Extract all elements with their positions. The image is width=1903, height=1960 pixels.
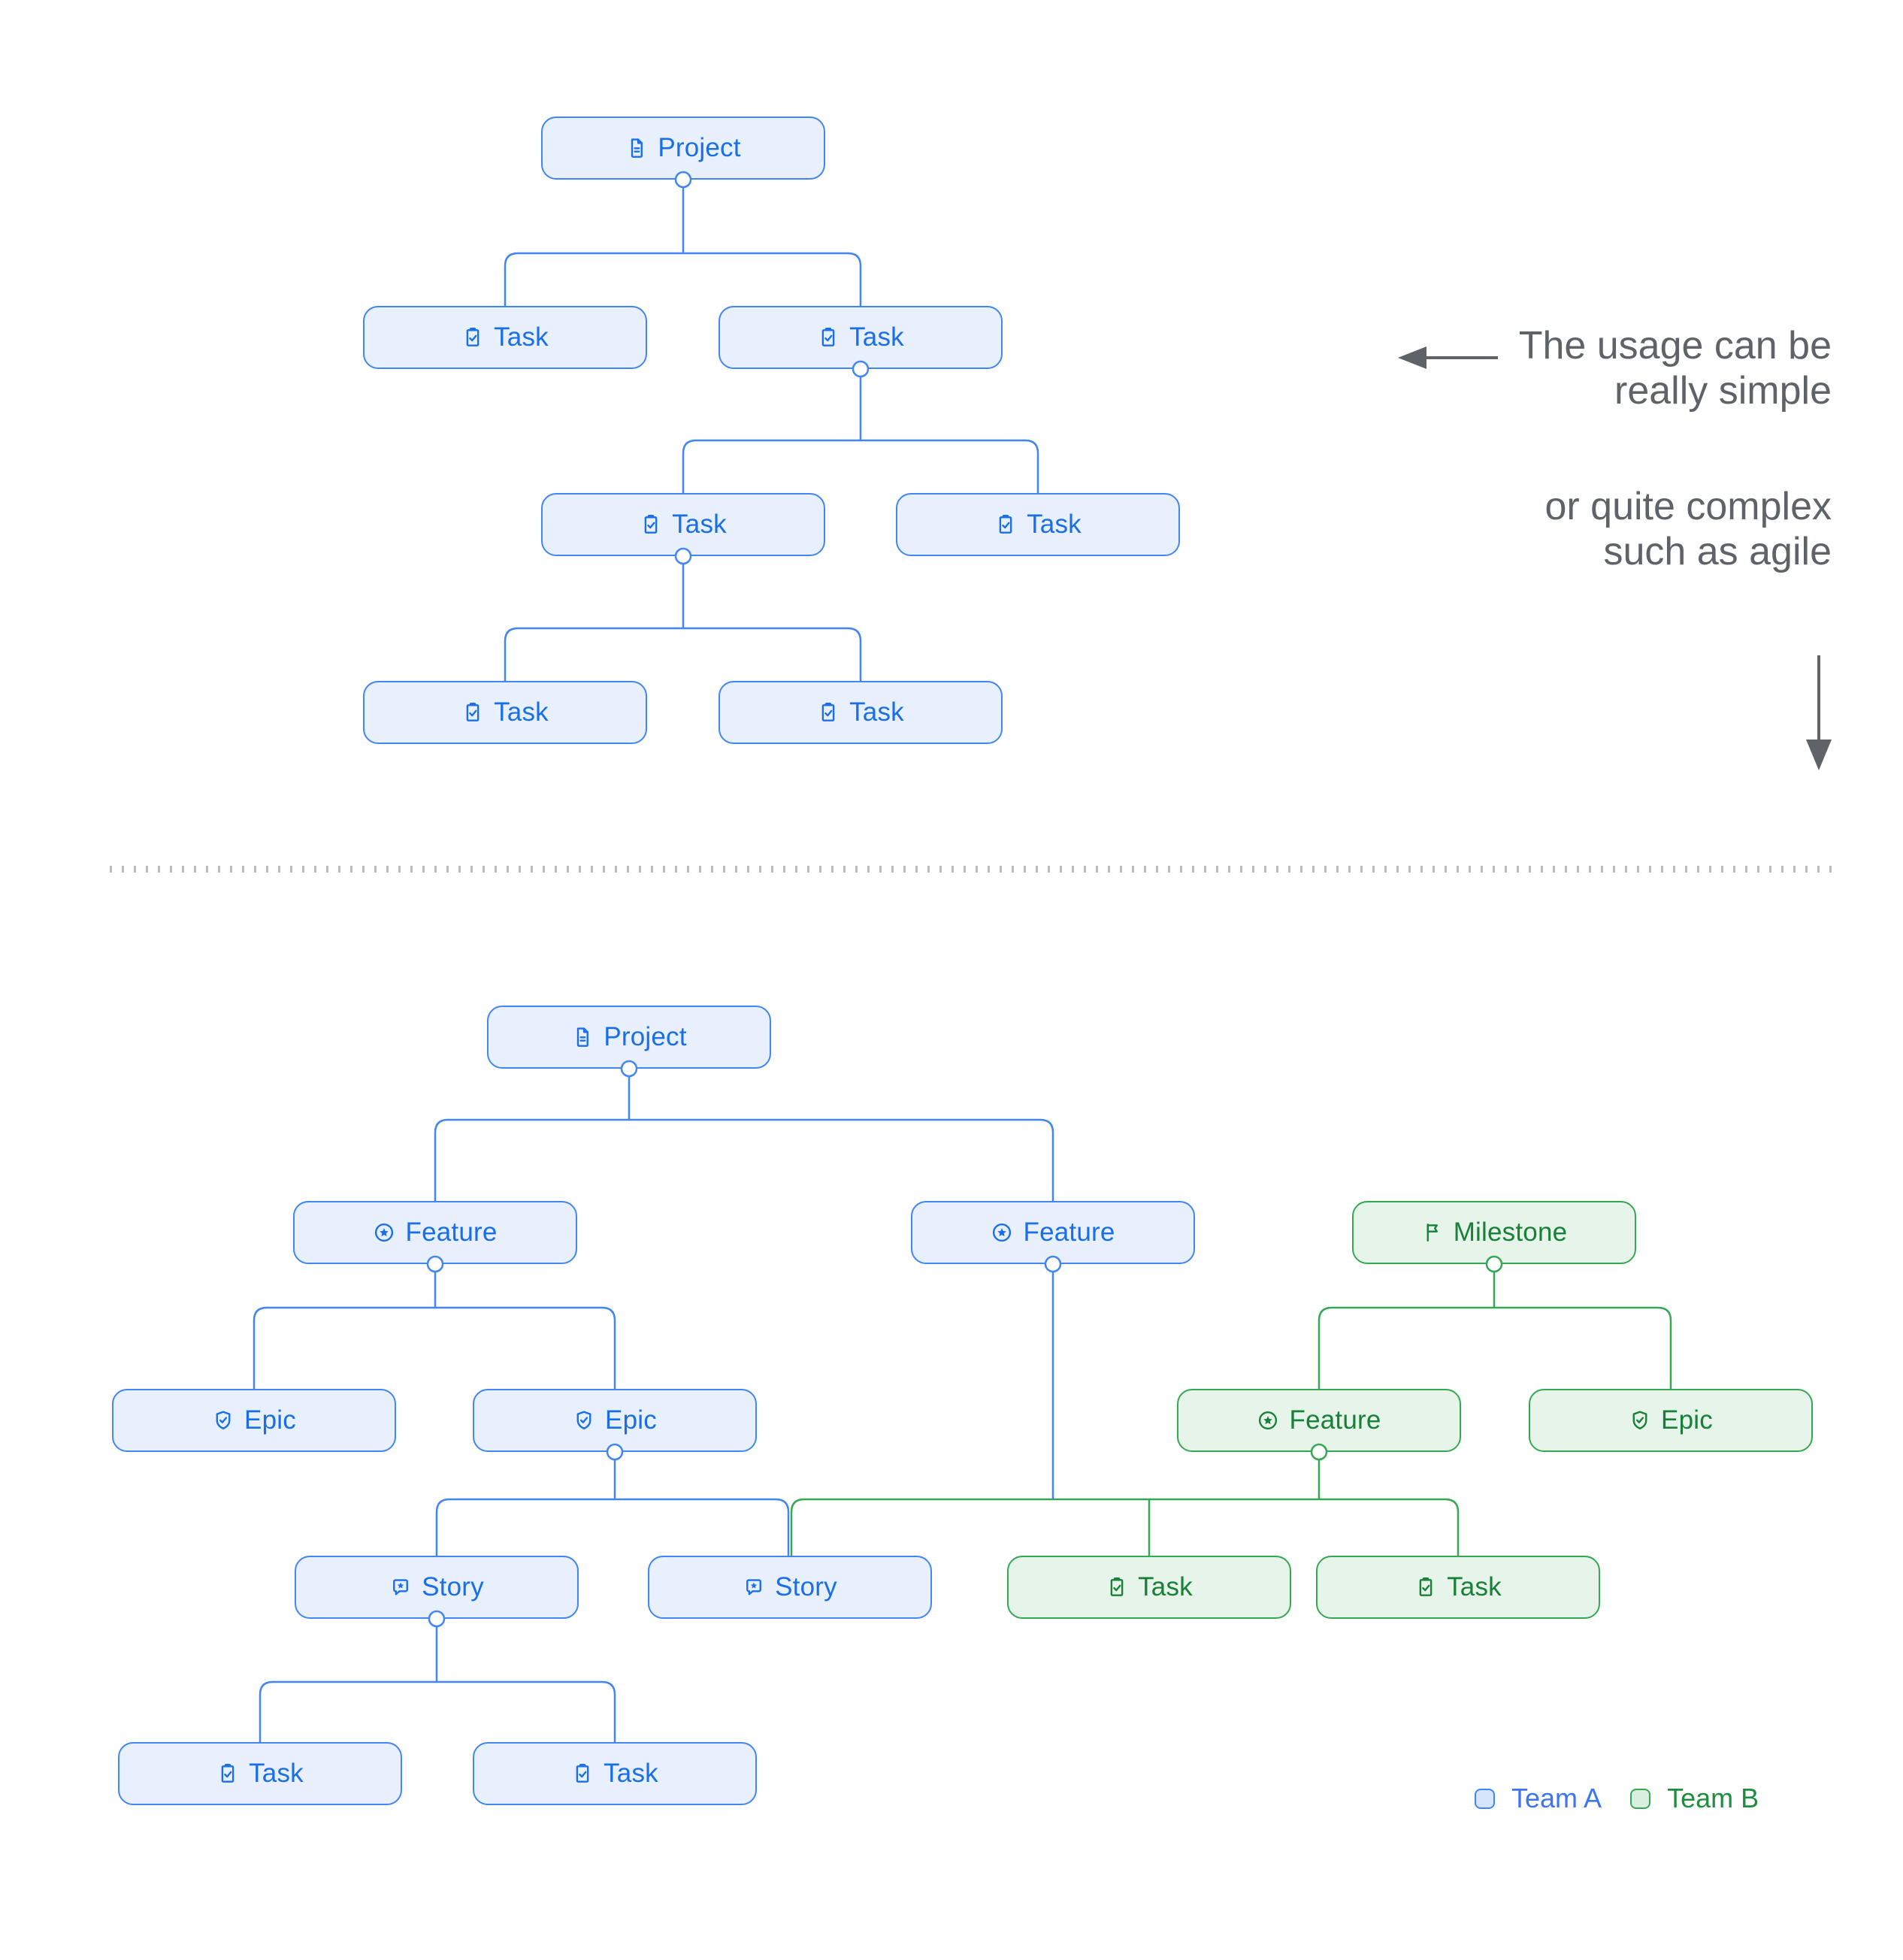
task-icon	[461, 701, 484, 724]
legend-item-team-a: Team A	[1475, 1783, 1602, 1814]
node-label: Task	[1027, 510, 1082, 539]
node-label: Milestone	[1453, 1217, 1568, 1247]
node-project[interactable]: Project	[487, 1006, 771, 1069]
node-feature[interactable]: Feature	[1177, 1389, 1461, 1452]
epic-icon	[212, 1409, 234, 1432]
node-label: Feature	[1289, 1405, 1381, 1435]
task-icon	[461, 326, 484, 349]
dotted-divider	[110, 866, 1835, 873]
annotation-line: such as agile	[1603, 530, 1832, 573]
node-task[interactable]: Task	[1007, 1556, 1291, 1619]
node-label: Epic	[605, 1405, 657, 1435]
task-icon	[640, 513, 662, 536]
legend-item-team-b: Team B	[1630, 1783, 1759, 1814]
down-arrow-icon	[1806, 655, 1832, 770]
feature-icon	[373, 1221, 395, 1244]
team-b-swatch-icon	[1630, 1788, 1651, 1809]
node-label: Project	[604, 1022, 687, 1051]
node-label: Story	[775, 1572, 837, 1602]
node-story[interactable]: Story	[295, 1556, 579, 1619]
node-label: Epic	[1661, 1405, 1713, 1435]
node-task[interactable]: Task	[1316, 1556, 1600, 1619]
annotation-text: The usage can be really simple or quite …	[1411, 323, 1832, 574]
node-label: Task	[494, 322, 549, 352]
node-label: Task	[672, 510, 727, 539]
task-icon	[216, 1762, 239, 1785]
node-label: Task	[849, 322, 904, 352]
story-icon	[389, 1576, 412, 1599]
legend-label: Team A	[1511, 1783, 1602, 1813]
node-label: Story	[422, 1572, 484, 1602]
task-icon	[1414, 1576, 1437, 1599]
node-label: Feature	[405, 1217, 498, 1247]
node-epic[interactable]: Epic	[473, 1389, 757, 1452]
task-icon	[1106, 1576, 1128, 1599]
node-label: Feature	[1023, 1217, 1115, 1247]
node-epic[interactable]: Epic	[1529, 1389, 1813, 1452]
node-task[interactable]: Task	[719, 681, 1003, 744]
node-label: Task	[1138, 1572, 1193, 1602]
annotation-paragraph-simple: The usage can be really simple	[1411, 323, 1832, 413]
project-icon	[625, 137, 648, 159]
node-label: Task	[849, 697, 904, 727]
task-icon	[571, 1762, 594, 1785]
story-icon	[743, 1576, 765, 1599]
node-task[interactable]: Task	[896, 493, 1180, 556]
node-task[interactable]: Task	[541, 493, 825, 556]
node-task[interactable]: Task	[363, 681, 647, 744]
team-a-swatch-icon	[1475, 1788, 1495, 1809]
node-label: Task	[494, 697, 549, 727]
task-icon	[817, 326, 840, 349]
epic-icon	[573, 1409, 595, 1432]
node-feature[interactable]: Feature	[293, 1201, 577, 1264]
legend-label: Team B	[1667, 1783, 1759, 1813]
node-milestone[interactable]: Milestone	[1352, 1201, 1636, 1264]
node-task[interactable]: Task	[473, 1742, 757, 1805]
milestone-icon	[1421, 1221, 1444, 1244]
feature-icon	[991, 1221, 1013, 1244]
node-project[interactable]: Project	[541, 116, 825, 180]
node-feature[interactable]: Feature	[911, 1201, 1195, 1264]
task-icon	[994, 513, 1017, 536]
node-task[interactable]: Task	[363, 306, 647, 369]
node-label: Project	[658, 133, 741, 162]
node-task[interactable]: Task	[719, 306, 1003, 369]
node-label: Task	[1447, 1572, 1502, 1602]
annotation-paragraph-complex: or quite complex such as agile	[1411, 484, 1832, 574]
node-story[interactable]: Story	[648, 1556, 932, 1619]
annotation-line: really simple	[1614, 369, 1832, 413]
node-task[interactable]: Task	[118, 1742, 402, 1805]
task-icon	[817, 701, 840, 724]
epic-icon	[1629, 1409, 1651, 1432]
legend: Team A Team B	[1475, 1783, 1759, 1814]
annotation-line: The usage can be	[1518, 324, 1832, 368]
feature-icon	[1257, 1409, 1279, 1432]
node-label: Task	[249, 1759, 304, 1788]
node-label: Epic	[244, 1405, 296, 1435]
annotation-line: or quite complex	[1544, 485, 1832, 528]
node-label: Task	[604, 1759, 658, 1788]
node-epic[interactable]: Epic	[112, 1389, 396, 1452]
project-icon	[571, 1026, 594, 1048]
